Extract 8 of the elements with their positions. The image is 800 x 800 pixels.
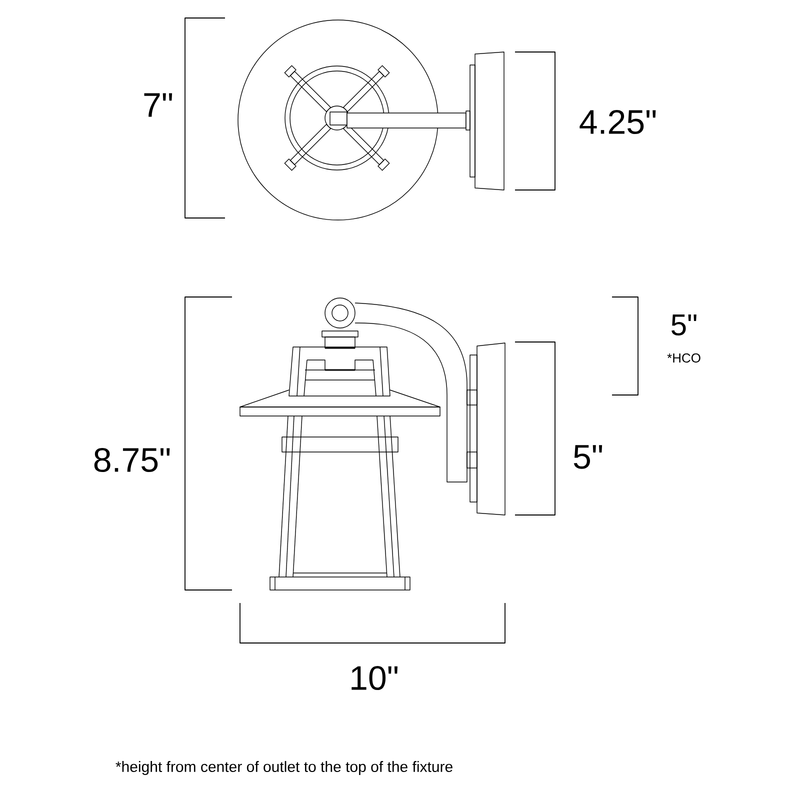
dimension-label: 10" [352,666,398,690]
dimension-label: 4.25" [580,110,656,134]
dimension-label: 8.75" [94,448,170,472]
dimension-label: 7" [144,93,172,117]
dimension-label: 5" [672,314,696,336]
dimension-label: 5" [574,445,602,469]
dimension-label: *height from center of outlet to the top of the fixture [116,761,452,775]
dimension-label: *HCO [667,353,700,363]
